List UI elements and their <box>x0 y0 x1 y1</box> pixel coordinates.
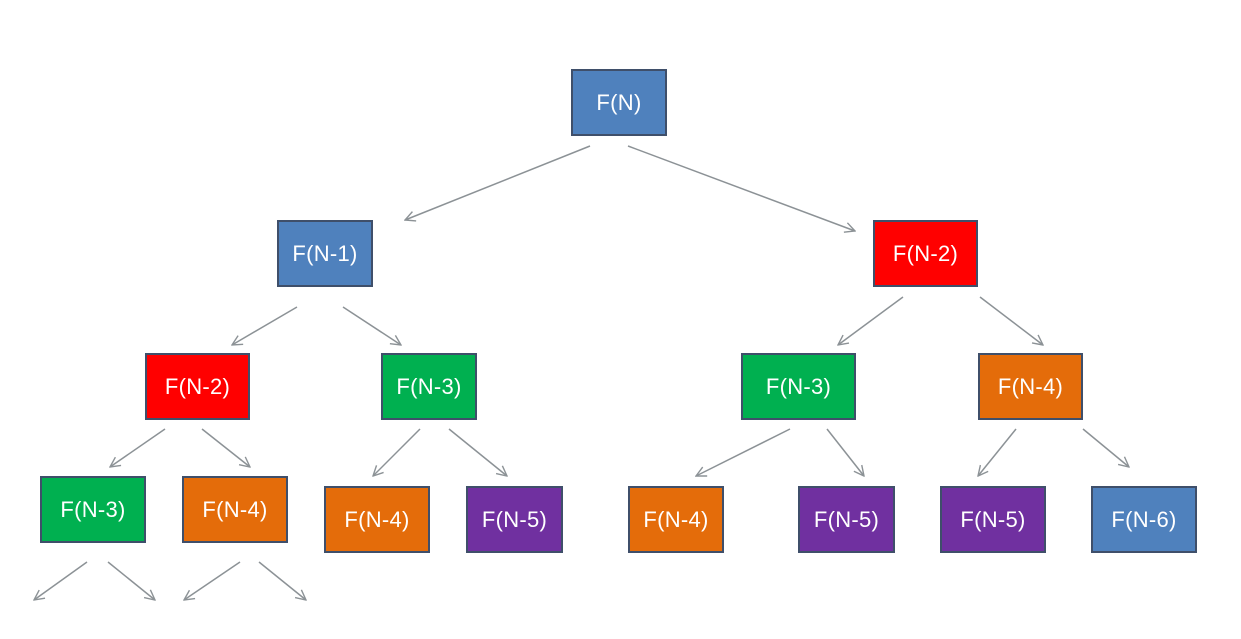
arrow-n8-to-continuation <box>184 561 241 600</box>
arrow-n5-to-n12 <box>826 428 864 476</box>
arrow-n3-to-n8 <box>201 428 250 467</box>
arrow-n8-to-continuation <box>258 561 306 600</box>
node-f-n: F(N) <box>571 69 667 136</box>
node-f-n-4: F(N-4) <box>628 486 724 553</box>
arrow-n4-to-n10 <box>448 428 507 476</box>
arrow-n0-to-n1 <box>405 145 591 220</box>
arrow-n6-to-n13 <box>978 428 1017 476</box>
arrow-n3-to-n7 <box>110 428 166 467</box>
node-f-n-1: F(N-1) <box>277 220 373 287</box>
node-f-n-3: F(N-3) <box>741 353 856 420</box>
arrow-n4-to-n9 <box>373 428 421 476</box>
arrow-n6-to-n14 <box>1082 428 1129 467</box>
arrow-n5-to-n11 <box>696 428 791 476</box>
arrow-n7-to-continuation <box>107 561 155 600</box>
node-f-n-4: F(N-4) <box>324 486 430 553</box>
node-f-n-5: F(N-5) <box>798 486 895 553</box>
node-f-n-6: F(N-6) <box>1091 486 1197 553</box>
node-f-n-3: F(N-3) <box>381 353 477 420</box>
node-f-n-2: F(N-2) <box>145 353 250 420</box>
node-f-n-2: F(N-2) <box>873 220 978 287</box>
node-f-n-5: F(N-5) <box>466 486 563 553</box>
arrow-n2-to-n5 <box>838 296 904 345</box>
arrow-n7-to-continuation <box>34 561 88 600</box>
arrow-n1-to-n4 <box>342 306 401 345</box>
node-f-n-3: F(N-3) <box>40 476 146 543</box>
node-f-n-4: F(N-4) <box>978 353 1083 420</box>
node-f-n-4: F(N-4) <box>182 476 288 543</box>
arrow-n2-to-n6 <box>979 296 1043 345</box>
arrow-n0-to-n2 <box>627 145 855 231</box>
arrow-n1-to-n3 <box>232 306 298 345</box>
node-f-n-5: F(N-5) <box>940 486 1046 553</box>
